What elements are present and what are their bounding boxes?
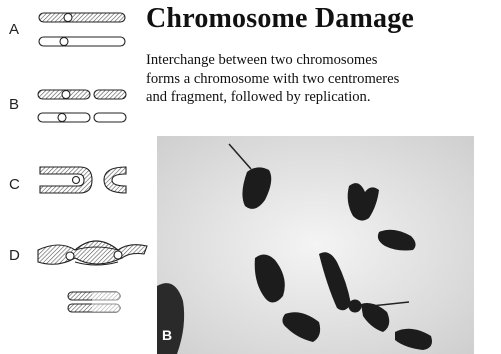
photo-panel-label: B [162,327,172,343]
stage-a-diagram [39,13,125,46]
stage-b-diagram [38,90,126,122]
stage-c-diagram [40,167,126,193]
page-title: Chromosome Damage [146,3,414,35]
caption-line-3: and fragment, followed by replication. [146,88,501,107]
caption: Interchange between two chromosomes form… [146,51,501,107]
centromere-knot [349,300,362,313]
caption-line-2: forms a chromosome with two centromeres [146,70,501,89]
stage-d-diagram [38,241,147,312]
caption-line-1: Interchange between two chromosomes [146,51,501,70]
chromosome-micrograph [157,136,474,354]
dark-mass [157,283,184,354]
chromosome-diagram [0,0,150,354]
